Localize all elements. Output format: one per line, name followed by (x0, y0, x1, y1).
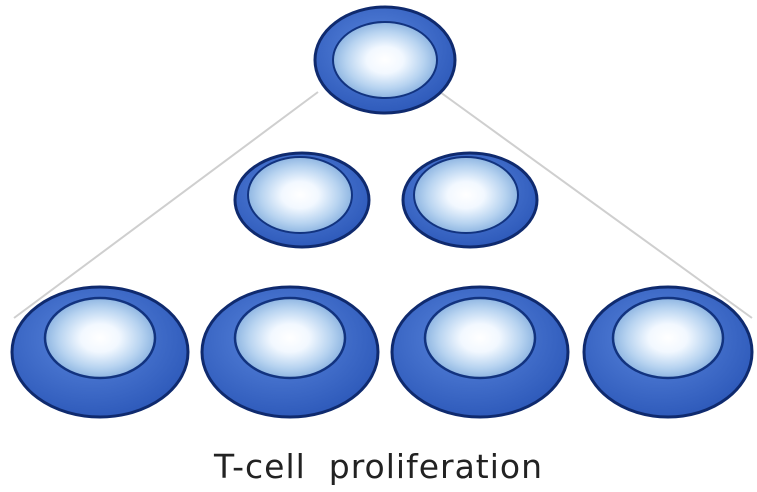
t-cell (200, 285, 380, 419)
cell-nucleus (413, 156, 519, 234)
cell-generation-1 (313, 5, 457, 115)
t-cell (10, 285, 190, 419)
lineage-line-left (13, 91, 319, 319)
cell-nucleus (247, 156, 353, 234)
t-cell (313, 5, 457, 115)
diagram-caption: T-cell proliferation (213, 447, 544, 486)
t-cell (401, 151, 539, 249)
t-cell (233, 151, 371, 249)
cell-nucleus (43, 296, 157, 380)
cell-nucleus (332, 21, 438, 99)
cell-generation-3 (10, 285, 754, 419)
cell-generation-2 (233, 151, 539, 249)
cell-nucleus (233, 296, 347, 380)
t-cell (582, 285, 754, 419)
cell-nucleus (611, 296, 725, 380)
cell-nucleus (423, 296, 537, 380)
t-cell (390, 285, 570, 419)
lineage-line-right (439, 91, 753, 319)
